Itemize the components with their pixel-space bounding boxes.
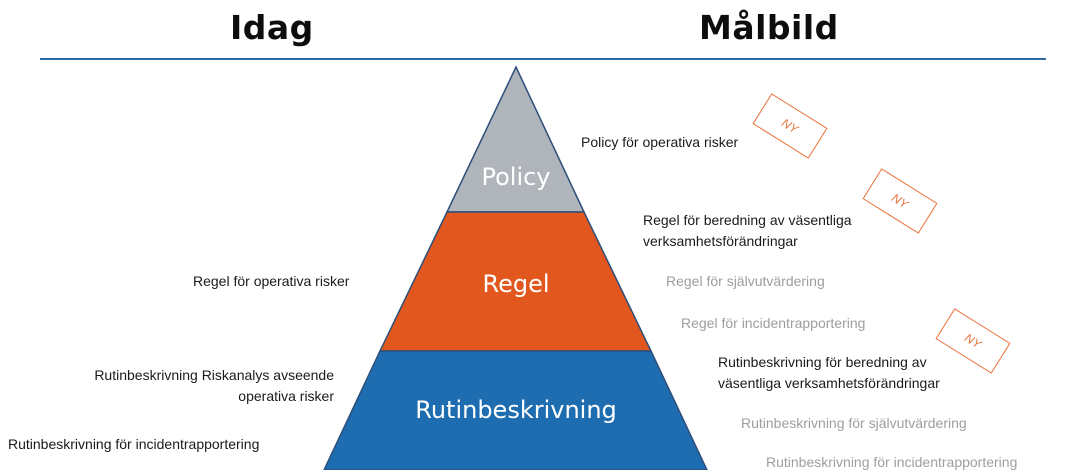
target-item-rutin-incident: Rutinbeskrivning för incidentrapporterin… [766, 454, 1018, 470]
pyramid-label-rutin: Rutinbeskrivning [415, 396, 617, 424]
pyramid-rutin-tier [323, 350, 708, 470]
pyramid-label-regel: Regel [482, 270, 550, 298]
pyramid-label-policy: Policy [481, 163, 551, 191]
target-item-regel-incident: Regel för incidentrapportering [681, 315, 866, 331]
today-heading: Idag [230, 8, 314, 47]
header-divider [40, 58, 1046, 60]
today-item-rutin-riskanalys: Rutinbeskrivning Riskanalys avseende ope… [94, 367, 334, 404]
target-item-regel-sjalvutvardering: Regel för självutvärdering [666, 273, 825, 289]
target-heading: Målbild [699, 8, 839, 47]
today-item-regel: Regel för operativa risker [193, 273, 350, 289]
target-item-policy: Policy för operativa risker [581, 134, 739, 150]
target-item-rutin-sjalvutvardering: Rutinbeskrivning för självutvärdering [741, 415, 967, 431]
today-item-rutin-incident: Rutinbeskrivning för incidentrapporterin… [8, 436, 260, 452]
target-item-regel-beredning: Regel för beredning av väsentliga verksa… [643, 212, 852, 249]
target-item-rutin-beredning: Rutinbeskrivning för beredning av väsent… [718, 354, 940, 391]
